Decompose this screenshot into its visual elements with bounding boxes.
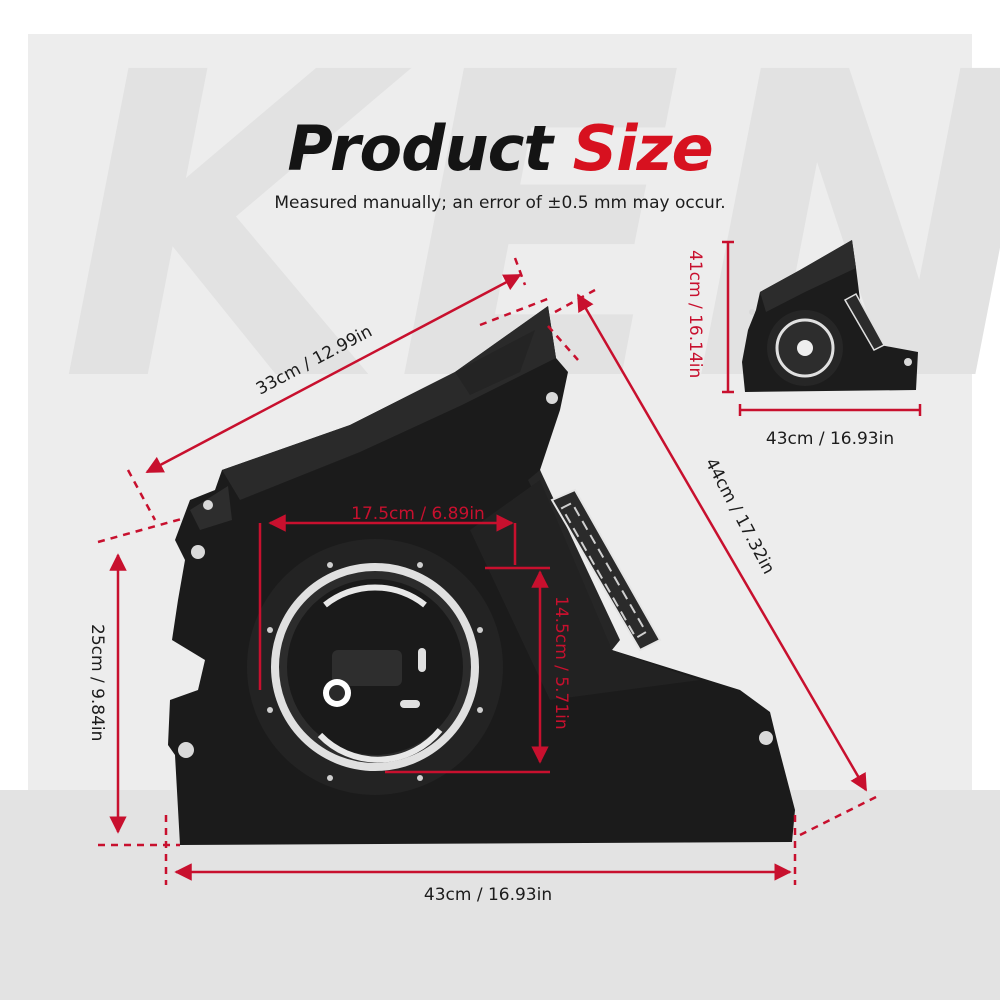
- dimension-lines: [97, 257, 881, 885]
- mount-hole-icon: [178, 742, 194, 758]
- speaker-height-dimension: 14.5cm / 5.71in: [551, 596, 571, 730]
- title-accent: Size: [572, 112, 714, 185]
- mount-hole-icon: [546, 392, 558, 404]
- thumbnail-dimension-lines: [722, 240, 922, 416]
- speaker-pod-thumbnail: [742, 240, 918, 392]
- diagonal-dimension: 44cm / 17.32in: [701, 455, 779, 578]
- thumbnail-speaker-center-icon: [797, 340, 813, 356]
- mount-hole-icon: [759, 731, 773, 745]
- left-height-dimension: 25cm / 9.84in: [87, 624, 107, 741]
- thumbnail-width-dimension: 43cm / 16.93in: [766, 429, 894, 449]
- mount-hole-icon: [191, 545, 205, 559]
- speaker-ring: [247, 539, 503, 795]
- thumbnail-height-dimension: 41cm / 16.14in: [685, 250, 705, 378]
- measurement-note: Measured manually; an error of ±0.5 mm m…: [274, 193, 726, 213]
- title-main: Product: [287, 112, 553, 185]
- bottom-width-dimension: 43cm / 16.93in: [424, 885, 552, 905]
- mount-hole-icon: [203, 500, 213, 510]
- page-title: Product Size: [0, 112, 1000, 185]
- speaker-width-dimension: 17.5cm / 6.89in: [351, 504, 485, 524]
